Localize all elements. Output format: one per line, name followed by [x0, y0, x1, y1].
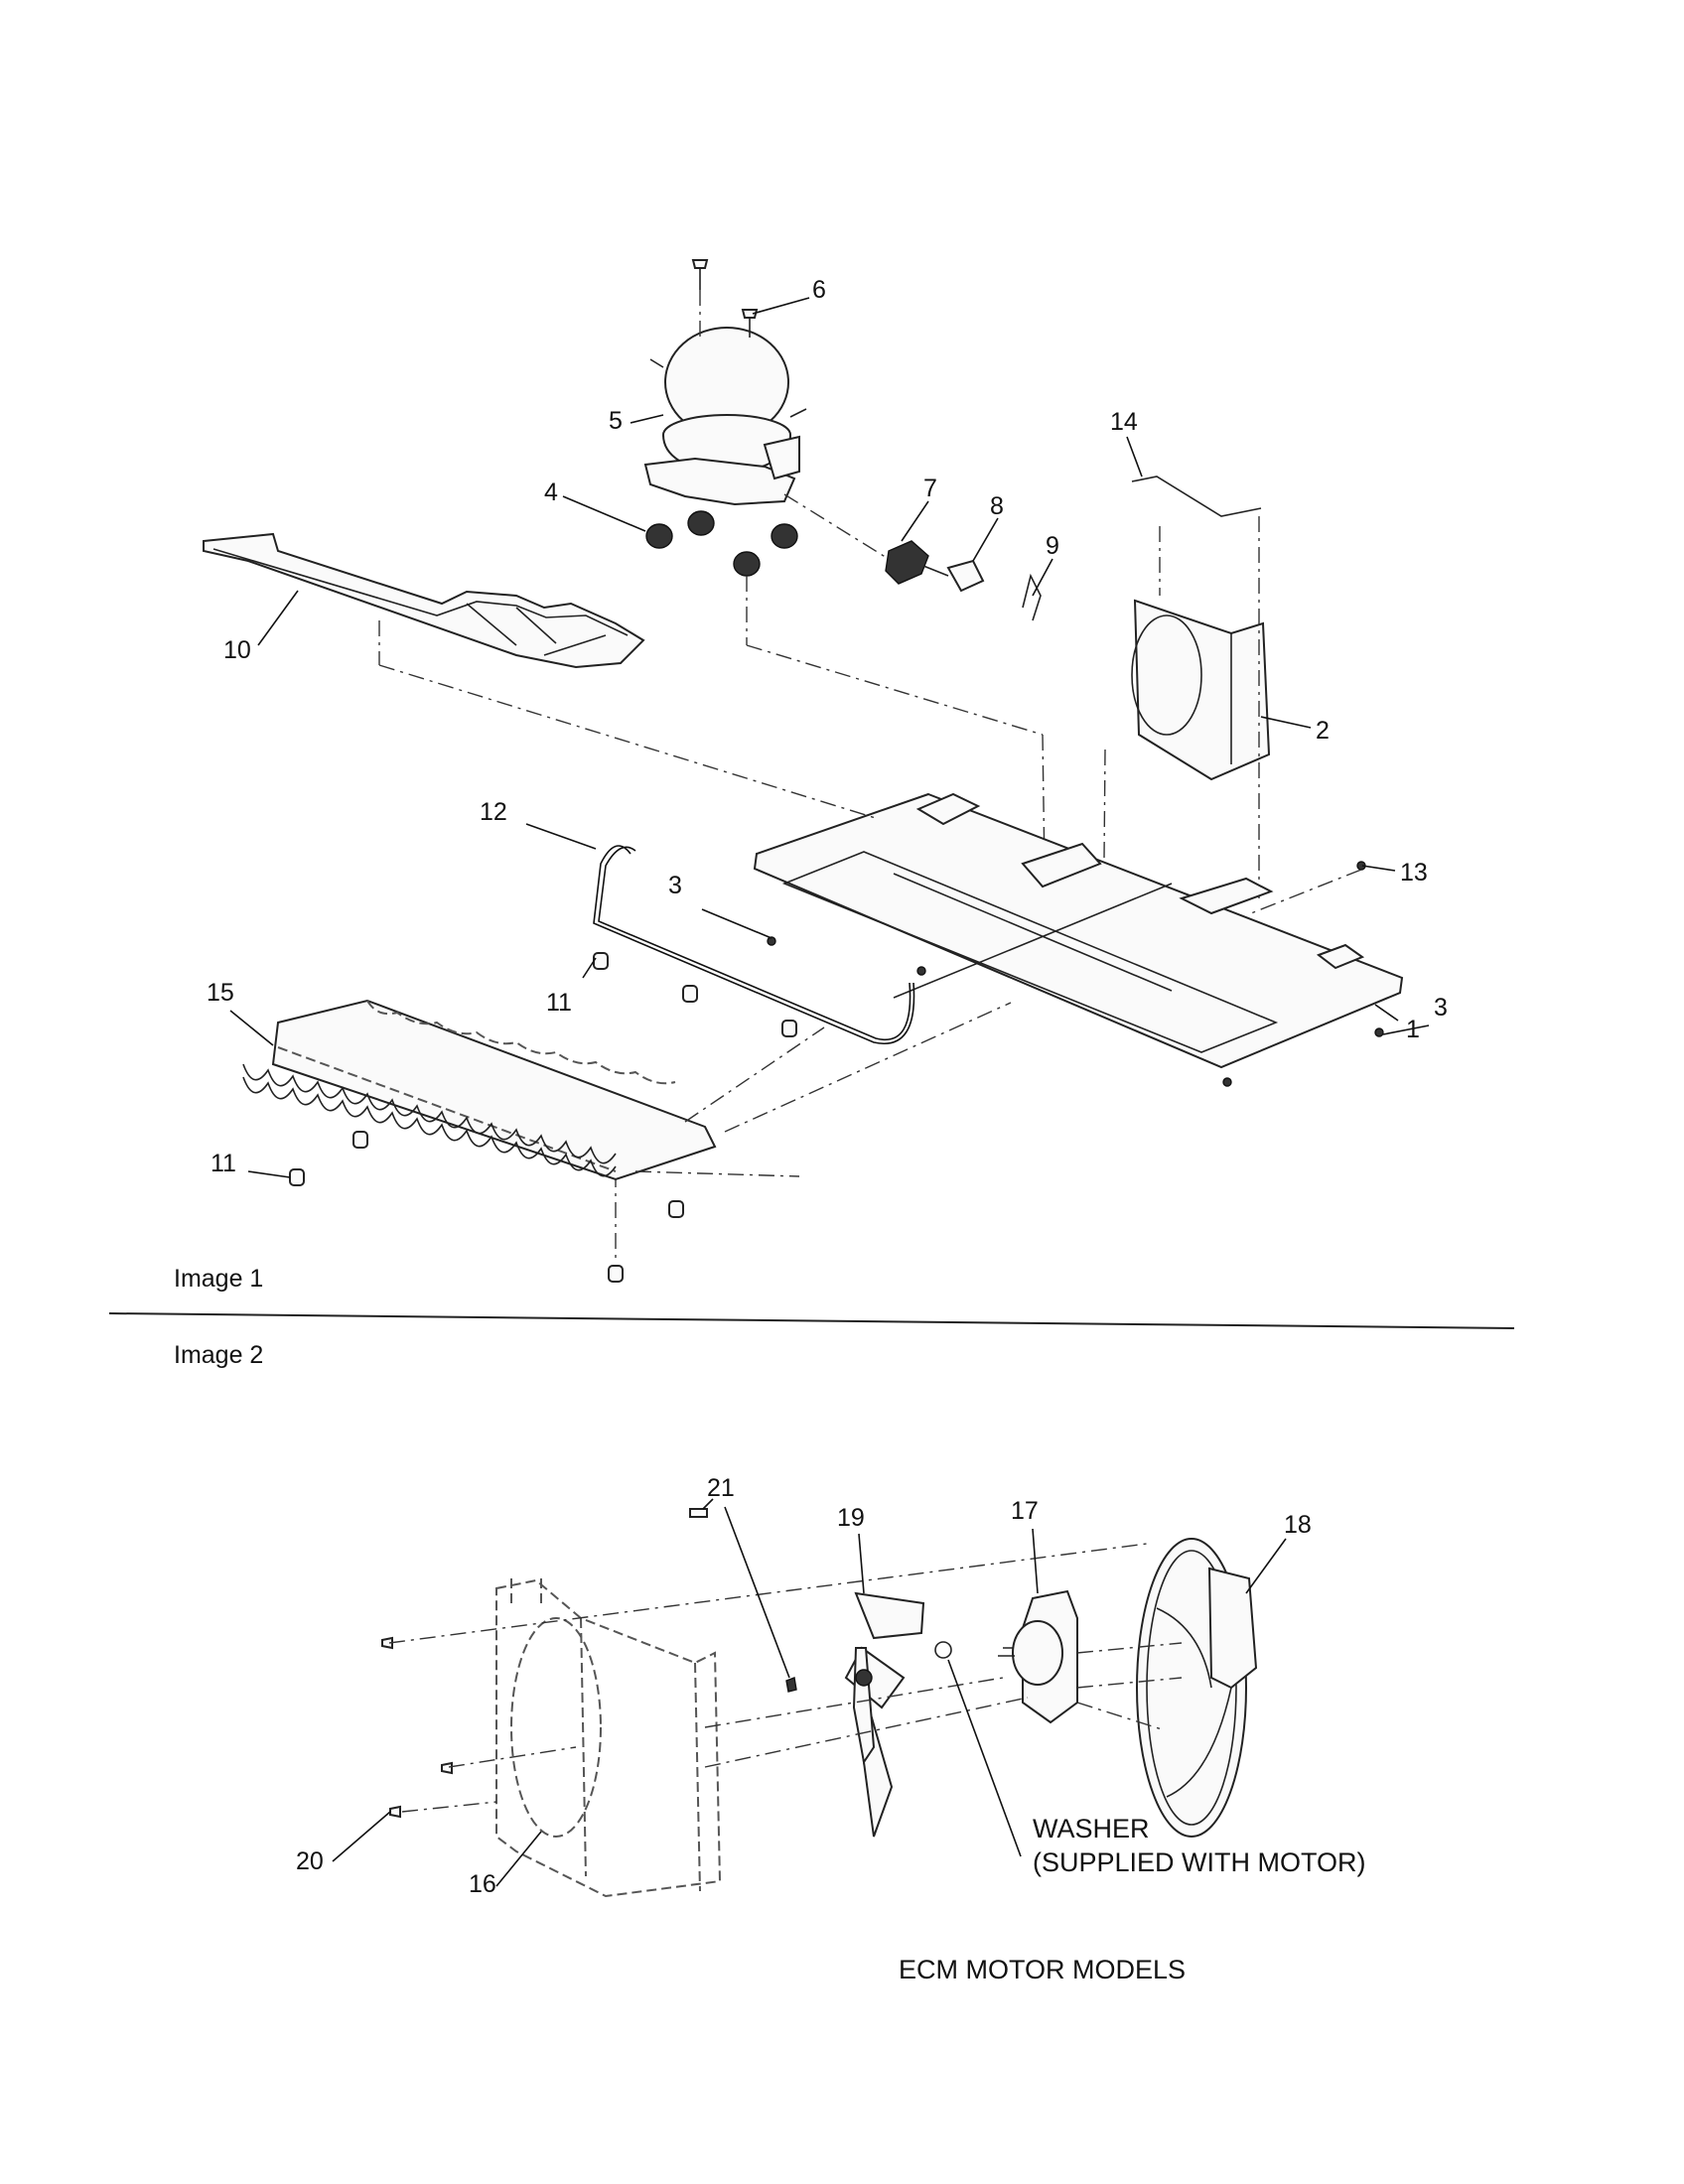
callout-11a: 11	[546, 989, 572, 1017]
callout-8: 8	[990, 492, 1004, 520]
callout-19: 19	[837, 1504, 865, 1532]
drip-tray-10	[203, 532, 645, 669]
condenser-15	[242, 999, 800, 1181]
fan-shroud-2	[1103, 599, 1271, 860]
leader-lines-image2	[332, 1498, 1287, 1887]
callout-17: 17	[1011, 1497, 1039, 1525]
callout-3a: 3	[668, 872, 682, 899]
callout-15: 15	[207, 979, 234, 1007]
callout-1: 1	[1406, 1016, 1420, 1043]
callout-18: 18	[1284, 1511, 1312, 1539]
compressor-5	[643, 327, 807, 506]
relay-overload-7-8-9	[783, 493, 1042, 621]
callout-9: 9	[1046, 532, 1059, 560]
washer-note-line1: WASHER	[1033, 1814, 1150, 1843]
motor-bracket-18	[1136, 1538, 1258, 1838]
callout-12: 12	[480, 798, 507, 826]
fan-shroud-16	[495, 1578, 722, 1898]
callout-3b: 3	[1434, 994, 1448, 1022]
screws-6	[691, 259, 759, 338]
callout-20: 20	[296, 1847, 324, 1875]
callout-10: 10	[223, 636, 251, 664]
section-label-image2: Image 2	[174, 1341, 263, 1369]
assembly-lines	[378, 620, 1012, 1133]
callout-16: 16	[469, 1870, 496, 1898]
bracket-14	[1131, 476, 1262, 898]
fan-blade-19	[844, 1591, 925, 1838]
assembly-lines-image2	[388, 1543, 1183, 1813]
callout-11b: 11	[210, 1150, 236, 1177]
base-plate-1	[753, 792, 1404, 1069]
callout-13: 13	[1400, 859, 1428, 887]
callout-6: 6	[812, 276, 826, 304]
screws-20-21	[381, 1508, 797, 1819]
callout-21: 21	[707, 1474, 735, 1502]
washer	[934, 1641, 952, 1659]
callout-4: 4	[544, 478, 558, 506]
leader-lines-image1	[229, 297, 1430, 1178]
motor-17	[998, 1589, 1078, 1724]
ecm-motor-models-label: ECM MOTOR MODELS	[899, 1955, 1186, 1984]
callout-5: 5	[609, 407, 623, 435]
callouts-image2: 16 17 18 19 20 21	[296, 1474, 1312, 1898]
callouts-image1: 1 2 3 3 4 5 6 7 8 9 10 11 11 12 13 14 15	[207, 276, 1448, 1177]
spacers-11	[289, 952, 797, 1283]
grommets-4	[645, 510, 1046, 875]
screws-3-13	[767, 861, 1384, 1087]
section-divider	[108, 1312, 1515, 1329]
callout-2: 2	[1316, 717, 1330, 745]
tube-12	[593, 845, 915, 1044]
section-label-image1: Image 1	[174, 1265, 263, 1293]
callout-14: 14	[1110, 408, 1138, 436]
callout-7: 7	[923, 475, 937, 502]
washer-note-line2: (SUPPLIED WITH MOTOR)	[1033, 1847, 1366, 1877]
